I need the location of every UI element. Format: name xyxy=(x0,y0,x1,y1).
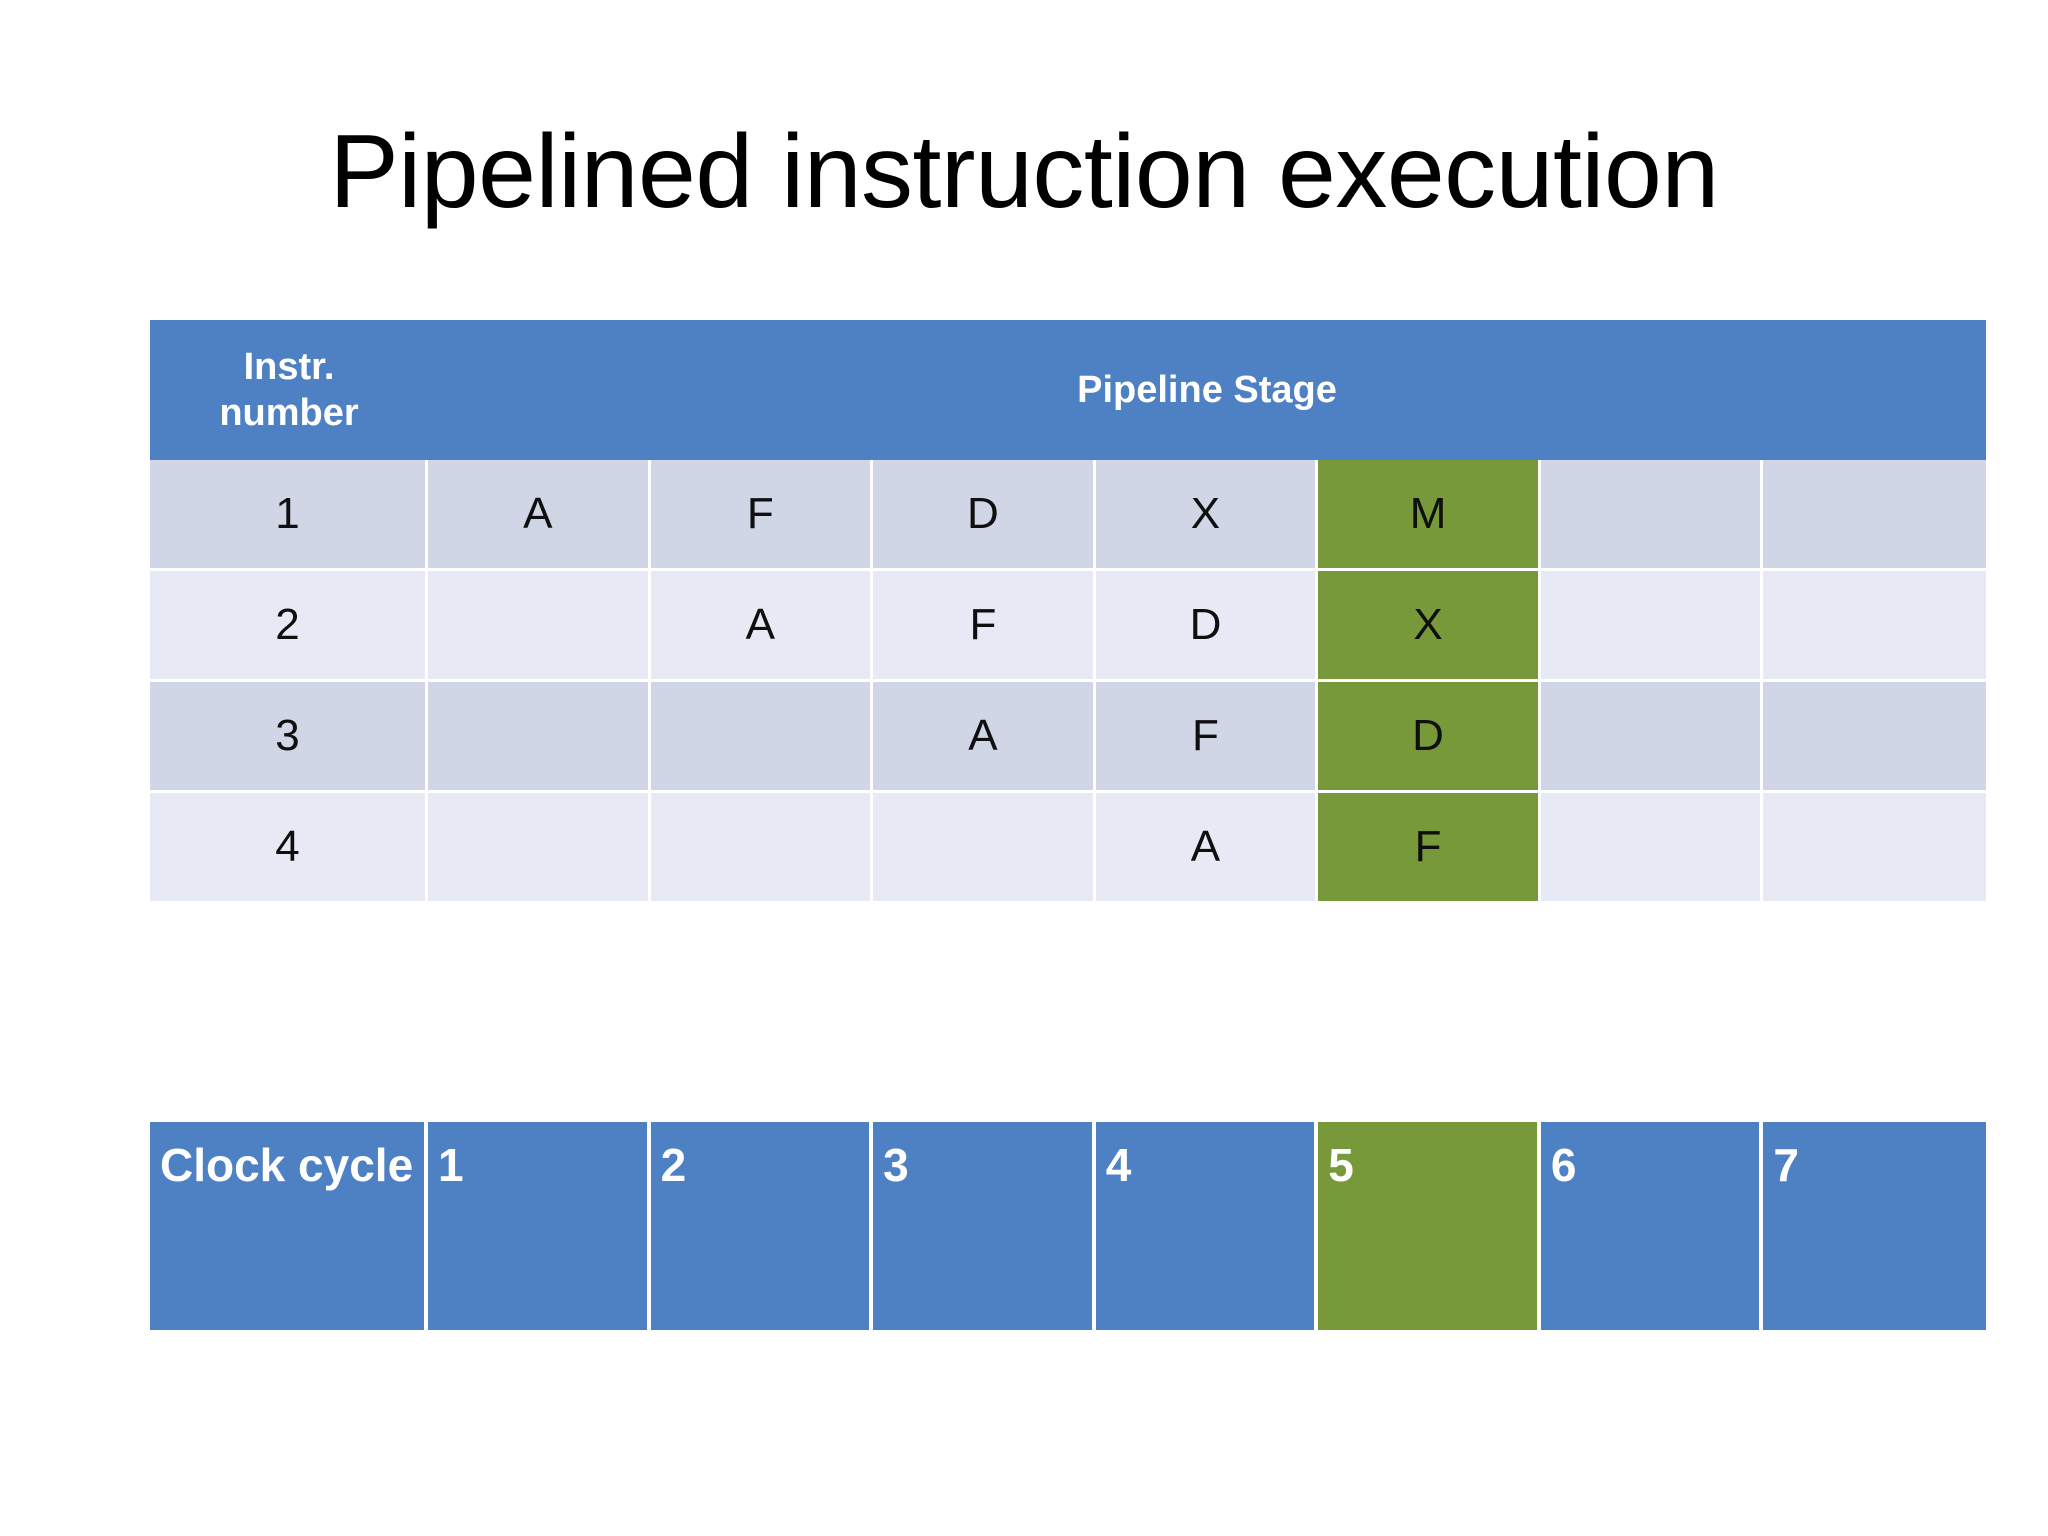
instr-number-cell: 4 xyxy=(150,793,428,901)
stage-cell xyxy=(1540,793,1764,901)
table-row: 2 A F D X xyxy=(150,571,1986,682)
clock-cycle-cell-5-highlighted: 5 xyxy=(1318,1122,1541,1330)
table-row: 1 A F D X M xyxy=(150,460,1986,571)
stage-cell: A xyxy=(873,682,1096,793)
header-instr-line2: number xyxy=(219,392,359,434)
clock-cycle-table: Clock cycle 1 2 3 4 5 6 7 xyxy=(150,1122,1986,1330)
page-title: Pipelined instruction execution xyxy=(329,114,1719,230)
clock-cycle-cell-6: 6 xyxy=(1540,1122,1764,1330)
stage-cell xyxy=(1540,460,1764,571)
stage-cell xyxy=(1763,460,1986,571)
stage-cell xyxy=(1763,682,1986,793)
stage-cell xyxy=(1763,793,1986,901)
table-header-row: Instr. number Pipeline Stage xyxy=(150,320,1986,460)
header-instr-line1: Instr. xyxy=(243,345,335,388)
clock-cycle-cell-1: 1 xyxy=(428,1122,651,1330)
stage-cell-highlighted: F xyxy=(1318,793,1541,901)
stage-cell: A xyxy=(428,460,651,571)
header-pipeline-stage: Pipeline Stage xyxy=(428,320,1986,460)
stage-cell xyxy=(650,682,874,793)
stage-cell: F xyxy=(650,460,874,571)
stage-cell: A xyxy=(1095,793,1319,901)
clock-cycle-cell-7: 7 xyxy=(1763,1122,1986,1330)
stage-cell: X xyxy=(1095,460,1319,571)
table-row: 4 A F xyxy=(150,793,1986,901)
stage-cell-highlighted: M xyxy=(1318,460,1541,571)
clock-cycle-cell-2: 2 xyxy=(650,1122,874,1330)
clock-cycle-body: Clock cycle 1 2 3 4 5 6 7 xyxy=(150,1122,1986,1330)
table-row: 3 A F D xyxy=(150,682,1986,793)
stage-cell-highlighted: D xyxy=(1318,682,1541,793)
stage-cell xyxy=(1540,682,1764,793)
stage-cell xyxy=(428,682,651,793)
stage-cell: D xyxy=(1095,571,1319,682)
stage-cell: D xyxy=(873,460,1096,571)
pipeline-table-head: Instr. number Pipeline Stage xyxy=(150,320,1986,460)
stage-cell xyxy=(873,793,1096,901)
stage-cell xyxy=(650,793,874,901)
stage-cell xyxy=(1540,571,1764,682)
stage-cell xyxy=(428,793,651,901)
instr-number-cell: 2 xyxy=(150,571,428,682)
clock-cycle-cell-3: 3 xyxy=(873,1122,1096,1330)
instr-number-cell: 3 xyxy=(150,682,428,793)
stage-cell: F xyxy=(1095,682,1319,793)
header-instr-number: Instr. number xyxy=(150,320,428,460)
stage-cell: A xyxy=(650,571,874,682)
stage-cell xyxy=(428,571,651,682)
stage-cell: F xyxy=(873,571,1096,682)
clock-cycle-row: Clock cycle 1 2 3 4 5 6 7 xyxy=(150,1122,1986,1330)
stage-cell xyxy=(1763,571,1986,682)
pipeline-table-body: 1 A F D X M 2 A F D X 3 A F D xyxy=(150,460,1986,901)
clock-cycle-label: Clock cycle xyxy=(150,1122,428,1330)
instr-number-cell: 1 xyxy=(150,460,428,571)
clock-cycle-cell-4: 4 xyxy=(1095,1122,1319,1330)
pipeline-table: Instr. number Pipeline Stage 1 A F D X M… xyxy=(150,320,1986,901)
stage-cell-highlighted: X xyxy=(1318,571,1541,682)
